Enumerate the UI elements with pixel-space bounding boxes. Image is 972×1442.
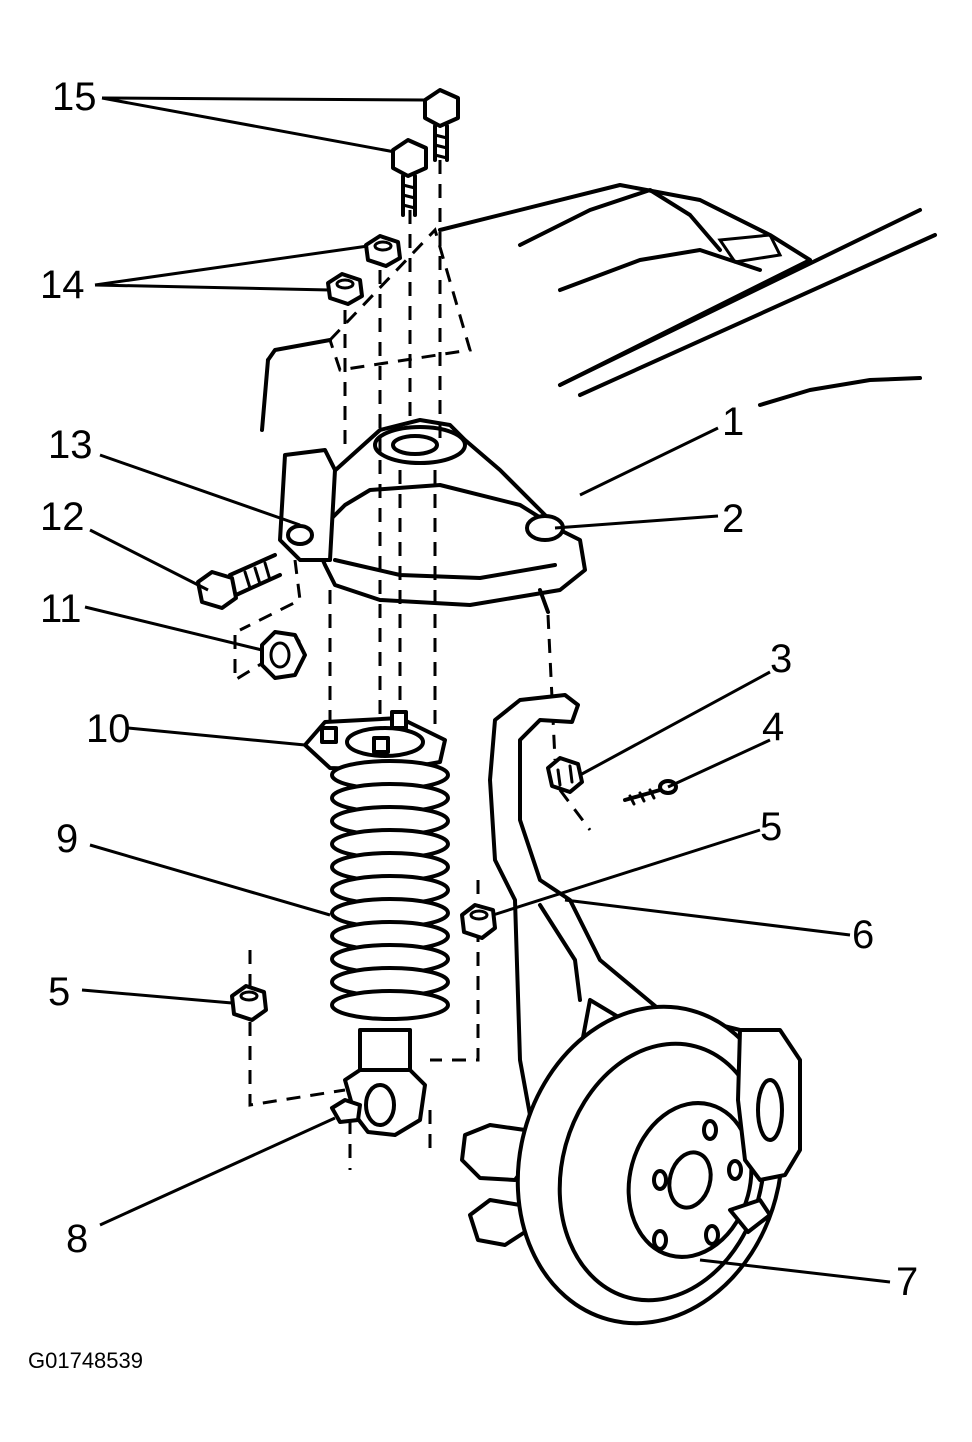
upper-control-arm: [278, 418, 587, 614]
cotter-pin-4: [623, 779, 678, 806]
nut-11: [260, 630, 307, 680]
callout-11: 11: [40, 587, 82, 631]
bolt-15-a: [423, 88, 460, 162]
spring-coil: [330, 989, 450, 1021]
callout-12: 12: [40, 495, 85, 539]
bolt-15-b: [391, 138, 428, 217]
leader-lines: [81, 96, 891, 1284]
nut-5-a: [460, 903, 497, 940]
nut-14-b: [326, 272, 364, 306]
callout-3: 3: [770, 637, 792, 681]
stud-8: [330, 1098, 362, 1124]
bolt-12: [196, 553, 282, 610]
brake-rotor-7: [515, 1004, 785, 1326]
callout-13: 13: [48, 423, 93, 467]
castle-nut-3: [546, 756, 584, 794]
coil-spring-9: [330, 759, 450, 1021]
callout-8: 8: [66, 1217, 88, 1261]
callout-15: 15: [52, 75, 97, 119]
callout-7: 7: [896, 1260, 918, 1304]
callout-9: 9: [56, 817, 78, 861]
nut-5-b: [230, 984, 268, 1022]
callout-6: 6: [852, 913, 874, 957]
callout-10: 10: [86, 707, 131, 751]
callout-5-left: 5: [48, 970, 70, 1014]
figure-id: G01748539: [28, 1348, 143, 1373]
brake-caliper: [728, 1028, 802, 1234]
shock-absorber: [343, 1028, 427, 1137]
vehicle-body: [260, 183, 937, 432]
callout-14: 14: [40, 263, 85, 307]
nut-14-a: [364, 234, 402, 268]
callout-labels: 15 14 13 12 11 10 9 5 8 1 2 3 4 5 6 7: [40, 75, 918, 1304]
callout-1: 1: [722, 400, 744, 444]
callout-4: 4: [762, 705, 784, 749]
callout-5-right: 5: [760, 805, 782, 849]
callout-2: 2: [722, 497, 744, 541]
